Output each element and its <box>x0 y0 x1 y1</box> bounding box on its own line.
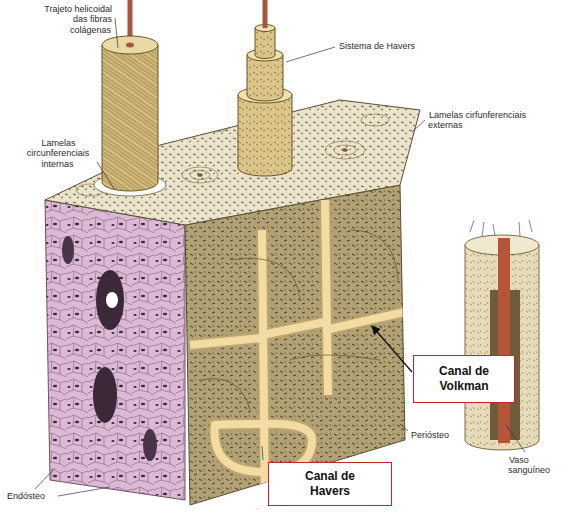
left-face <box>93 367 117 423</box>
top-face <box>45 100 420 225</box>
lamella-label: Lamelas cirfunferenciais externas <box>428 110 543 131</box>
callout-box: Canal de Havers <box>268 462 392 506</box>
callout-text: Canal de Volkman <box>426 364 502 394</box>
leader-line <box>400 424 408 431</box>
top-face <box>343 149 348 152</box>
front-face <box>185 185 405 505</box>
front-face <box>190 200 405 505</box>
leader-line <box>262 446 263 460</box>
leader-line <box>286 47 335 62</box>
pointer-arrow <box>372 326 412 372</box>
label-text: Lamelas circunferenciais internas <box>27 138 90 169</box>
top-face <box>182 167 218 183</box>
front-face <box>200 230 398 410</box>
label-text: Lamelas cirfunferenciais externas <box>428 110 526 130</box>
left-face <box>143 429 157 461</box>
helical-fiber-cylinder <box>102 45 158 191</box>
label-text: Sistema de Havers <box>338 41 416 51</box>
vessel-inset <box>470 220 532 236</box>
leader-line <box>35 468 55 489</box>
label-text: Endósteo <box>6 491 46 501</box>
label-text: Trajeto helicoidal das fibras colágenas <box>43 4 112 35</box>
left-face <box>106 292 118 308</box>
label-text: Vaso sanguíneo <box>508 455 551 475</box>
left-face <box>62 236 74 264</box>
top-face <box>361 114 389 126</box>
front-face <box>190 200 405 505</box>
haversian-system-cylinder <box>263 0 268 28</box>
callout-text: Canal de Havers <box>299 469 361 499</box>
leader-line <box>506 425 525 452</box>
lamella-label: Lamelas circunferenciais internas <box>22 138 94 169</box>
top-face <box>198 174 203 177</box>
structure-label: Sistema de Havers <box>338 41 438 51</box>
top-face <box>199 118 231 132</box>
haversian-system-cylinder <box>238 95 292 176</box>
top-face <box>325 141 365 159</box>
helical-fiber-cylinder <box>102 36 158 54</box>
top-face <box>45 100 420 225</box>
vessel-label: Vaso sanguíneo <box>508 455 566 476</box>
vessel-inset <box>498 238 510 443</box>
left-face <box>96 270 124 330</box>
top-face <box>190 171 210 180</box>
haversian-system-cylinder <box>238 0 292 176</box>
leader-line <box>115 18 118 48</box>
helical-fiber-cylinder <box>126 43 134 48</box>
fiber-label: Trajeto helicoidal das fibras colágenas <box>30 4 112 35</box>
leader-line <box>58 487 110 496</box>
top-face <box>334 145 356 155</box>
front-face <box>190 200 405 505</box>
label-text: Periósteo <box>410 430 450 440</box>
callout-box: Canal de Volkman <box>413 355 515 403</box>
top-face <box>207 122 223 129</box>
haversian-system-cylinder <box>247 55 283 101</box>
left-face <box>45 200 185 500</box>
leader-line <box>35 18 525 496</box>
vessel-inset <box>465 220 539 450</box>
leader-line <box>97 162 115 190</box>
front-face <box>185 185 405 505</box>
membrane-label: Endósteo <box>6 491 66 501</box>
leader-line <box>412 120 425 132</box>
membrane-label: Periósteo <box>410 430 480 440</box>
haversian-system-cylinder <box>255 28 275 59</box>
left-face <box>45 200 185 500</box>
